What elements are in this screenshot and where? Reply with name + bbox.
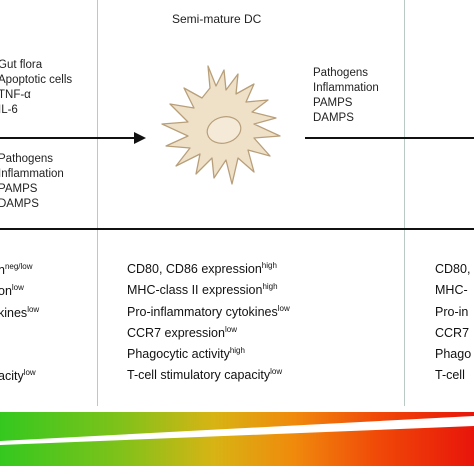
- left-properties: nneg/low onlow kineslow acitylow: [0, 260, 39, 387]
- stimulus-item: Gut flora: [0, 59, 43, 71]
- property-row: kineslow: [0, 304, 40, 320]
- property-row: Pro-in: [435, 304, 469, 319]
- dendritic-cell-icon: [161, 65, 281, 185]
- stimulus-item: Pathogens: [313, 67, 368, 79]
- stimulus-item: DAMPS: [0, 198, 39, 210]
- stimulus-item: Pathogens: [0, 153, 53, 165]
- stimulus-item: Inflammation: [0, 168, 64, 180]
- stimulus-item: Inflammation: [313, 82, 379, 94]
- stimulus-item: PAMPS: [0, 183, 38, 195]
- arrow-to-mature-line: [305, 137, 474, 139]
- right-properties: CD80, MHC- Pro-in CCR7 Phago T-cell: [435, 259, 471, 387]
- property-row: Phago: [435, 347, 472, 362]
- left-stimuli-top: Gut flora Apoptotic cells TNF-α IL-6: [0, 58, 72, 118]
- property-row: acitylow: [0, 367, 36, 383]
- property-row: onlow: [0, 283, 24, 299]
- column-divider-left: [97, 0, 98, 406]
- stimulus-item: IL-6: [0, 104, 18, 116]
- right-stimuli: Pathogens Inflammation PAMPS DAMPS: [313, 66, 379, 126]
- property-row: CCR7 expressionlow: [127, 324, 237, 340]
- column-divider-right: [404, 0, 405, 406]
- stimulus-item: PAMPS: [313, 97, 353, 109]
- property-row: CD80,: [435, 262, 471, 276]
- stimulus-item: Apoptotic cells: [0, 74, 73, 86]
- semi-mature-dc-title: Semi-mature DC: [172, 12, 262, 26]
- property-row: Pro-inflammatory cytokineslow: [127, 303, 290, 319]
- property-row: CD80, CD86 expressionhigh: [127, 261, 277, 277]
- stimulus-item: DAMPS: [313, 112, 354, 124]
- property-row: [0, 324, 39, 366]
- arrow-to-semi-mature-line: [0, 137, 136, 139]
- property-row: T-cell stimulatory capacitylow: [127, 367, 283, 383]
- property-row: MHC-: [435, 283, 468, 298]
- section-divider: [0, 228, 474, 230]
- property-row: T-cell: [435, 368, 465, 383]
- left-stimuli-bottom: Pathogens Inflammation PAMPS DAMPS: [0, 152, 64, 212]
- property-row: CCR7: [435, 325, 470, 340]
- property-row: MHC-class II expressionhigh: [127, 282, 278, 298]
- stimulus-item: TNF-α: [0, 89, 31, 101]
- property-row: Phagocytic activityhigh: [127, 346, 245, 362]
- semi-mature-properties: CD80, CD86 expressionhigh MHC-class II e…: [127, 259, 290, 387]
- gradient-wedge: [0, 416, 474, 445]
- arrow-head-icon: [134, 132, 146, 144]
- property-row: nneg/low: [0, 262, 33, 278]
